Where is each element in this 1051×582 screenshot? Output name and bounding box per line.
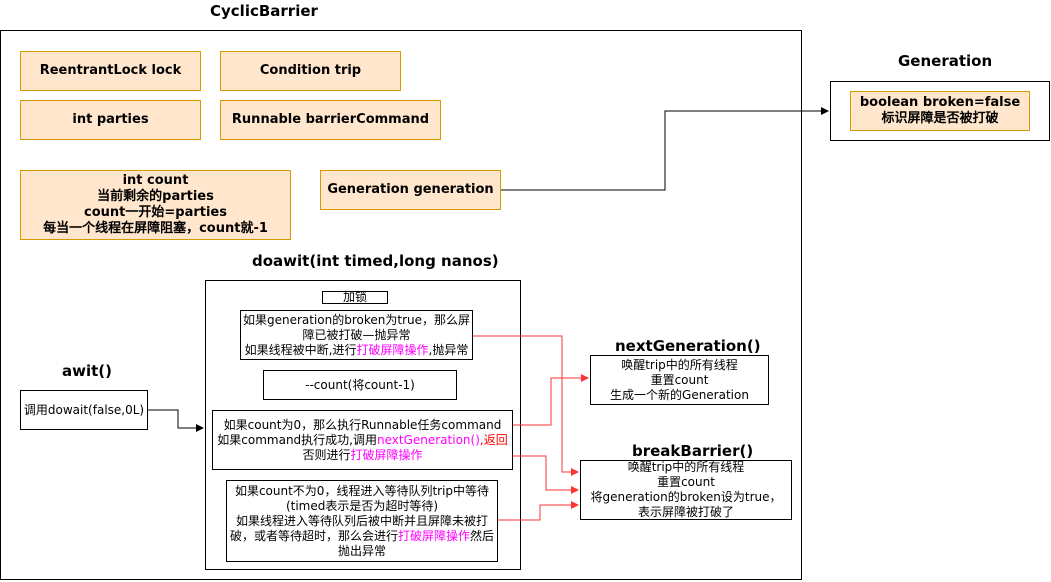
- break-line-2: 重置count: [657, 475, 715, 489]
- field-generation: Generation generation: [320, 170, 501, 210]
- field-barrier-command-label: Runnable barrierCommand: [231, 112, 430, 127]
- step1-to-break-arrow: [473, 335, 579, 476]
- cyclic-barrier-title: CyclicBarrier: [210, 2, 318, 20]
- step3-line-2a: 如果command执行成功,调用: [217, 432, 377, 447]
- field-parties: int parties: [20, 100, 201, 140]
- generation-broken-field: boolean broken=false 标识屏障是否被打破: [850, 91, 1030, 131]
- field-lock-label: ReentrantLock lock: [39, 63, 182, 78]
- break-line-1: 唤醒trip中的所有线程: [627, 460, 745, 474]
- step1-line-3b: ,抛异常: [428, 342, 469, 357]
- count-line-4: 每当一个线程在屏障阻塞，count就-1: [43, 221, 268, 236]
- step3-line-3a: 否则进行: [302, 447, 351, 462]
- count-line-1: int count: [122, 173, 189, 188]
- lock-label-box: 加锁: [322, 290, 388, 304]
- break-line-3: 将generation的broken设为true，: [590, 490, 782, 504]
- next-line-2: 重置count: [650, 372, 709, 387]
- break-line-4: 表示屏障被打破了: [637, 505, 734, 519]
- dowait-step-broken-check: 如果generation的broken为true，那么屏 障已被打破—抛异常 如…: [240, 310, 473, 360]
- count-line-2: 当前剩余的parties: [97, 189, 214, 204]
- step1-line-3: 如果线程被中断,进行打破屏障操作,抛异常: [245, 343, 469, 358]
- step3-next-generation: nextGeneration(): [377, 432, 480, 447]
- dowait-step-wait: 如果count不为0，线程进入等待队列trip中等待 (timed表示是否为超时…: [226, 480, 498, 562]
- step4-line-1: 如果count不为0，线程进入等待队列trip中等待: [234, 483, 490, 498]
- next-generation-title: nextGeneration(): [615, 337, 761, 355]
- step3-break-op: 打破屏障操作: [350, 447, 423, 462]
- step4-line-5: 抛出异常: [337, 543, 386, 558]
- field-generation-label: Generation generation: [327, 182, 494, 197]
- awit-title: awit(): [62, 362, 113, 380]
- step4-to-break-arrow: [498, 501, 579, 521]
- step3-line-3: 否则进行打破屏障操作: [302, 448, 422, 463]
- break-barrier-box: 唤醒trip中的所有线程 重置count 将generation的broken设…: [580, 460, 792, 520]
- generation-broken-line-2: 标识屏障是否被打破: [881, 111, 999, 126]
- step3-line-2: 如果command执行成功,调用nextGeneration(),返回: [217, 433, 507, 448]
- step1-line-1: 如果generation的broken为true，那么屏: [242, 312, 471, 327]
- count-line-3: count一开始=parties: [84, 205, 227, 220]
- generation-broken-line-1: boolean broken=false: [859, 95, 1021, 110]
- awit-to-dowait-arrow: [148, 409, 204, 432]
- field-parties-label: int parties: [72, 112, 149, 127]
- step4-line-4b: 然后: [470, 528, 495, 543]
- next-generation-box: 唤醒trip中的所有线程 重置count 生成一个新的Generation: [590, 355, 769, 405]
- next-line-1: 唤醒trip中的所有线程: [621, 357, 738, 372]
- step2-label: --count(将count-1): [305, 377, 415, 392]
- awit-call-box: 调用dowait(false,0L): [20, 390, 148, 430]
- dowait-step-count-zero: 如果count为0，那么执行Runnable任务command 如果comman…: [212, 410, 513, 470]
- dowait-step-decrement: --count(将count-1): [263, 370, 457, 400]
- step4-break-op: 打破屏障操作: [397, 528, 470, 543]
- generation-link-arrow: [501, 107, 829, 191]
- awit-call-label: 调用dowait(false,0L): [23, 402, 145, 417]
- field-barrier-command: Runnable barrierCommand: [220, 100, 441, 140]
- cyclic-barrier-frame: [0, 30, 802, 580]
- step1-line-3a: 如果线程被中断,进行: [244, 342, 357, 357]
- step1-line-2: 障已被打破—抛异常: [302, 327, 411, 342]
- step3-line-1: 如果count为0，那么执行Runnable任务command: [223, 417, 502, 432]
- next-line-3: 生成一个新的Generation: [610, 387, 749, 402]
- step4-line-4: 破，或者等待超时，那么会进行打破屏障操作然后: [230, 529, 494, 544]
- step4-line-4a: 破，或者等待超时，那么会进行: [229, 528, 398, 543]
- step3-to-break-arrow: [513, 455, 579, 494]
- generation-title: Generation: [898, 52, 993, 70]
- step3-return: ,返回: [479, 432, 508, 447]
- field-trip-label: Condition trip: [259, 63, 362, 78]
- step1-break-op: 打破屏障操作: [356, 342, 429, 357]
- field-count: int count 当前剩余的parties count一开始=parties …: [20, 170, 291, 240]
- field-trip: Condition trip: [220, 51, 401, 91]
- dowait-title: doawit(int timed,long nanos): [252, 252, 499, 270]
- break-barrier-title: breakBarrier(): [632, 442, 754, 460]
- generation-frame: [830, 81, 1050, 141]
- lock-label: 加锁: [342, 290, 367, 304]
- step3-to-next-arrow: [513, 374, 589, 426]
- field-lock: ReentrantLock lock: [20, 51, 201, 91]
- step4-line-3: 如果线程进入等待队列后被中断并且屏障未被打: [235, 513, 488, 528]
- step4-line-2: (timed表示是否为超时等待): [285, 498, 439, 513]
